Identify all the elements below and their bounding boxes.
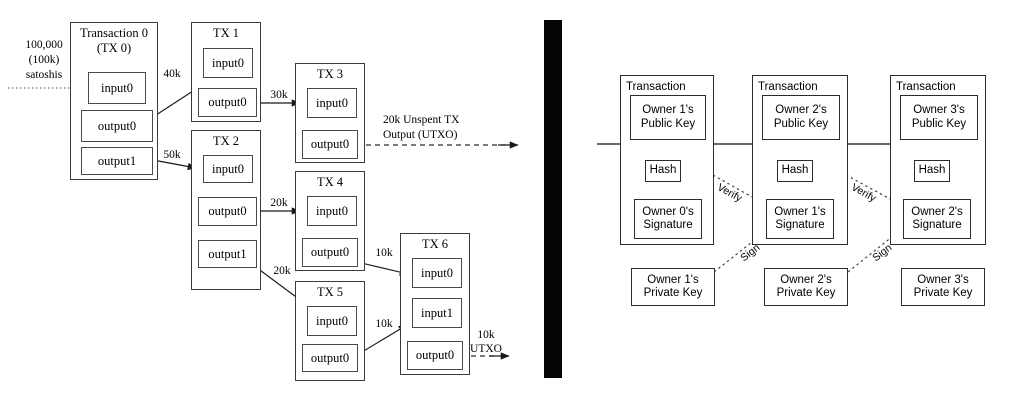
signature-transaction-3-title: Transaction <box>896 81 956 93</box>
verify-label-2: Verify <box>849 181 878 205</box>
tx5-input0[interactable]: input0 <box>307 306 357 336</box>
tx0-title: Transaction 0 (TX 0) <box>80 26 148 55</box>
tx2-output0[interactable]: output0 <box>198 197 257 226</box>
utxo-label-tx3: 20k Unspent TX Output (UTXO) <box>383 114 460 141</box>
tx5-title: TX 5 <box>316 285 344 299</box>
tx3-output0[interactable]: output0 <box>302 130 358 159</box>
hash-box-1[interactable]: Hash <box>645 160 681 182</box>
owner-1-signature-box[interactable]: Owner 1's Signature <box>766 199 834 239</box>
owner-2-private-key-box[interactable]: Owner 2's Private Key <box>764 268 848 306</box>
owner-0-signature-box[interactable]: Owner 0's Signature <box>634 199 702 239</box>
hash-box-2[interactable]: Hash <box>777 160 813 182</box>
owner-1-private-key-box[interactable]: Owner 1's Private Key <box>631 268 715 306</box>
source-amount-label: 100,000 (100k) satoshis <box>25 39 63 81</box>
sign-label-2: Sign <box>870 241 895 265</box>
tx6-output0[interactable]: output0 <box>407 341 463 370</box>
tx6-input1[interactable]: input1 <box>412 298 462 328</box>
tx1-output0[interactable]: output0 <box>198 88 257 117</box>
owner-2-signature-box[interactable]: Owner 2's Signature <box>903 199 971 239</box>
owner-2-public-key-box[interactable]: Owner 2's Public Key <box>762 95 840 140</box>
tx5-output0[interactable]: output0 <box>302 344 358 372</box>
tx4-input0[interactable]: input0 <box>307 196 357 226</box>
owner-3-private-key-box[interactable]: Owner 3's Private Key <box>901 268 985 306</box>
tx1-input0[interactable]: input0 <box>203 48 253 78</box>
tx2-output1[interactable]: output1 <box>198 240 257 268</box>
flow-label-tx0-tx2: 50k <box>163 149 181 161</box>
tx2-title: TX 2 <box>212 134 240 148</box>
tx2-input0[interactable]: input0 <box>203 155 253 183</box>
tx0-output0[interactable]: output0 <box>81 110 153 142</box>
owner-1-public-key-box[interactable]: Owner 1's Public Key <box>630 95 706 140</box>
flow-label-tx0-tx1: 40k <box>163 68 181 80</box>
signature-transaction-2-title: Transaction <box>758 81 818 93</box>
flow-label-tx4-tx6: 10k <box>375 247 393 259</box>
tx4-output0[interactable]: output0 <box>302 238 358 267</box>
hash-box-3[interactable]: Hash <box>914 160 950 182</box>
tx6-input0[interactable]: input0 <box>412 258 462 288</box>
owner-3-public-key-box[interactable]: Owner 3's Public Key <box>900 95 978 140</box>
tx3-title: TX 3 <box>316 67 344 81</box>
tx0-input0[interactable]: input0 <box>88 72 146 104</box>
sign-label-1: Sign <box>738 241 763 265</box>
tx3-input0[interactable]: input0 <box>307 88 357 118</box>
page-gutter-divider <box>544 20 562 378</box>
tx4-title: TX 4 <box>316 175 344 189</box>
tx0-output1[interactable]: output1 <box>81 147 153 175</box>
flow-label-tx5-tx6: 10k <box>375 318 393 330</box>
flow-label-tx1-tx3: 30k <box>270 89 288 101</box>
flow-label-tx2-tx4: 20k <box>270 197 288 209</box>
utxo-label-tx6: 10k UTXO <box>470 329 502 355</box>
signature-transaction-1-title: Transaction <box>626 81 686 93</box>
verify-label-1: Verify <box>715 181 744 205</box>
tx1-title: TX 1 <box>212 26 240 40</box>
tx6-title: TX 6 <box>421 237 449 251</box>
flow-label-tx2-tx5: 20k <box>273 265 291 277</box>
